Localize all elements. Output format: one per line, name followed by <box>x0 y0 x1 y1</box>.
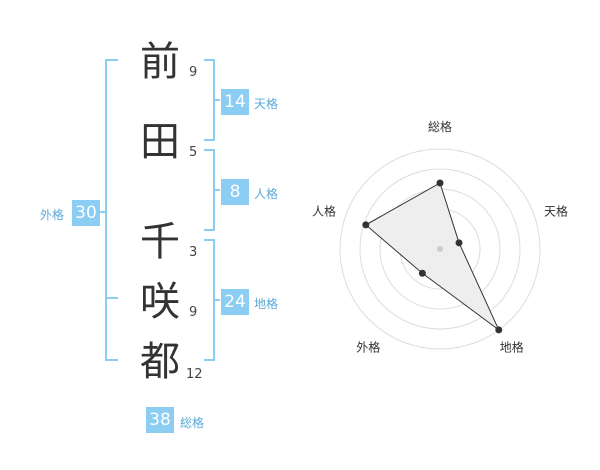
gaikaku-badge: 30 <box>72 200 100 226</box>
radar-point-5 <box>362 221 370 229</box>
radar-center-dot <box>437 246 443 252</box>
radar-polygon <box>364 182 500 331</box>
name-char-1: 前 <box>140 39 180 85</box>
chikaku-badge: 24 <box>221 289 249 315</box>
radar-ring-4 <box>359 168 521 330</box>
chikaku-label: 地格 <box>254 297 279 311</box>
stroke-count-1: 9 <box>189 65 198 80</box>
gaikaku-label: 外格 <box>40 208 65 222</box>
radar-axis-label-5: 人格 <box>312 203 336 218</box>
name-char-3: 千 <box>140 219 180 265</box>
radar-point-3 <box>495 326 503 334</box>
radar-point-1 <box>436 179 444 187</box>
radar-ring-5 <box>339 148 541 350</box>
radar-point-4 <box>418 269 426 277</box>
soukaku-label: 総格 <box>180 416 205 430</box>
name-char-4: 咲 <box>140 279 180 325</box>
tenkaku-label: 天格 <box>254 97 279 111</box>
radar-axis-label-2: 天格 <box>544 203 568 218</box>
stroke-count-5: 12 <box>186 367 203 382</box>
radar-axis-label-3: 地格 <box>500 340 524 355</box>
stroke-count-4: 9 <box>189 305 198 320</box>
radar-point-2 <box>455 239 463 247</box>
jinkaku-badge: 8 <box>221 179 249 205</box>
stroke-count-2: 5 <box>189 145 198 160</box>
radar-axis-label-4: 外格 <box>356 340 380 355</box>
name-char-5: 都 <box>140 339 180 385</box>
stroke-count-3: 3 <box>189 245 198 260</box>
jinkaku-label: 人格 <box>254 187 279 201</box>
tenkaku-badge: 14 <box>221 89 249 115</box>
name-char-2: 田 <box>140 119 180 165</box>
soukaku-badge: 38 <box>146 407 174 433</box>
radar-axis-label-1: 総格 <box>428 119 452 134</box>
